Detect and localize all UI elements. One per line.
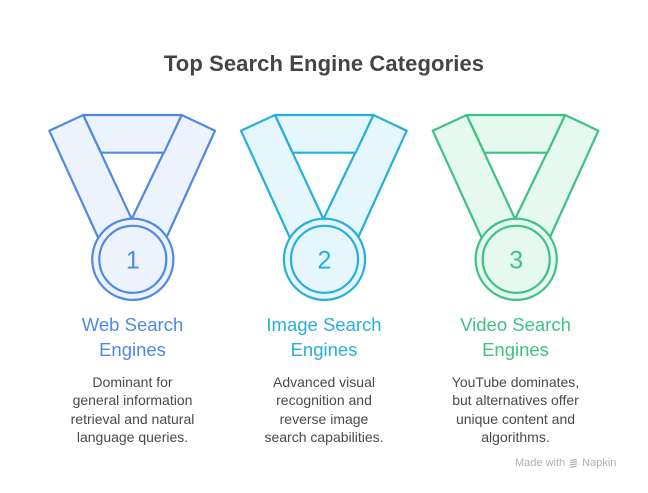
category-web-search: Web Search Engines Dominant for general … — [38, 312, 228, 446]
description-line: Dominant for — [92, 374, 173, 390]
medals-graphic: 1 2 3 — [48, 113, 600, 301]
category-video-search: Video Search Engines YouTube dominates, … — [421, 312, 611, 446]
medal-3: 3 — [431, 113, 600, 301]
category-image-search: Image Search Engines Advanced visual rec… — [229, 312, 419, 446]
medal-inner-ring — [98, 224, 168, 294]
made-with-napkin-watermark[interactable]: Made with Napkin — [515, 457, 616, 469]
description-line: search capabilities. — [264, 428, 384, 445]
heading-line: Video Search — [460, 314, 571, 335]
category-description: Advanced visual recognition and reverse … — [229, 373, 419, 446]
medal-1: 1 — [48, 113, 217, 301]
category-heading: Image Search Engines — [229, 312, 419, 362]
category-description: YouTube dominates, but alternatives offe… — [421, 373, 611, 446]
description-line: reverse image — [279, 410, 369, 427]
medal-rank-number: 2 — [318, 247, 332, 275]
napkin-logo-icon — [569, 458, 578, 468]
description-line: YouTube dominates, — [451, 374, 580, 390]
category-heading: Web Search Engines — [38, 312, 228, 362]
description-line: but alternatives offer — [452, 392, 579, 409]
description-line: general information — [72, 392, 193, 409]
description-line: algorithms. — [481, 428, 550, 445]
ribbon-band — [465, 113, 567, 154]
description-line: language queries. — [76, 428, 189, 445]
heading-line: Engines — [99, 339, 166, 360]
medal-2: 2 — [239, 113, 408, 301]
category-description: Dominant for general information retriev… — [38, 373, 228, 446]
ribbon-band — [82, 113, 183, 154]
napkin-brand-label: Napkin — [582, 457, 617, 469]
medal-rank-number: 3 — [509, 247, 523, 275]
heading-line: Image Search — [266, 314, 382, 335]
description-line: unique content and — [455, 410, 576, 427]
page-title: Top Search Engine Categories — [163, 51, 485, 76]
heading-line: Web Search — [81, 314, 184, 335]
description-line: retrieval and natural — [70, 410, 195, 427]
description-line: Advanced visual — [273, 374, 375, 390]
heading-line: Engines — [290, 339, 358, 360]
made-with-label: Made with — [515, 457, 566, 469]
medal-rank-number: 1 — [126, 247, 140, 275]
medal-inner-ring — [481, 224, 551, 294]
heading-line: Engines — [482, 339, 549, 360]
description-line: recognition and — [276, 392, 372, 409]
medal-inner-ring — [289, 224, 360, 294]
category-heading: Video Search Engines — [421, 312, 611, 362]
ribbon-band — [273, 113, 375, 154]
